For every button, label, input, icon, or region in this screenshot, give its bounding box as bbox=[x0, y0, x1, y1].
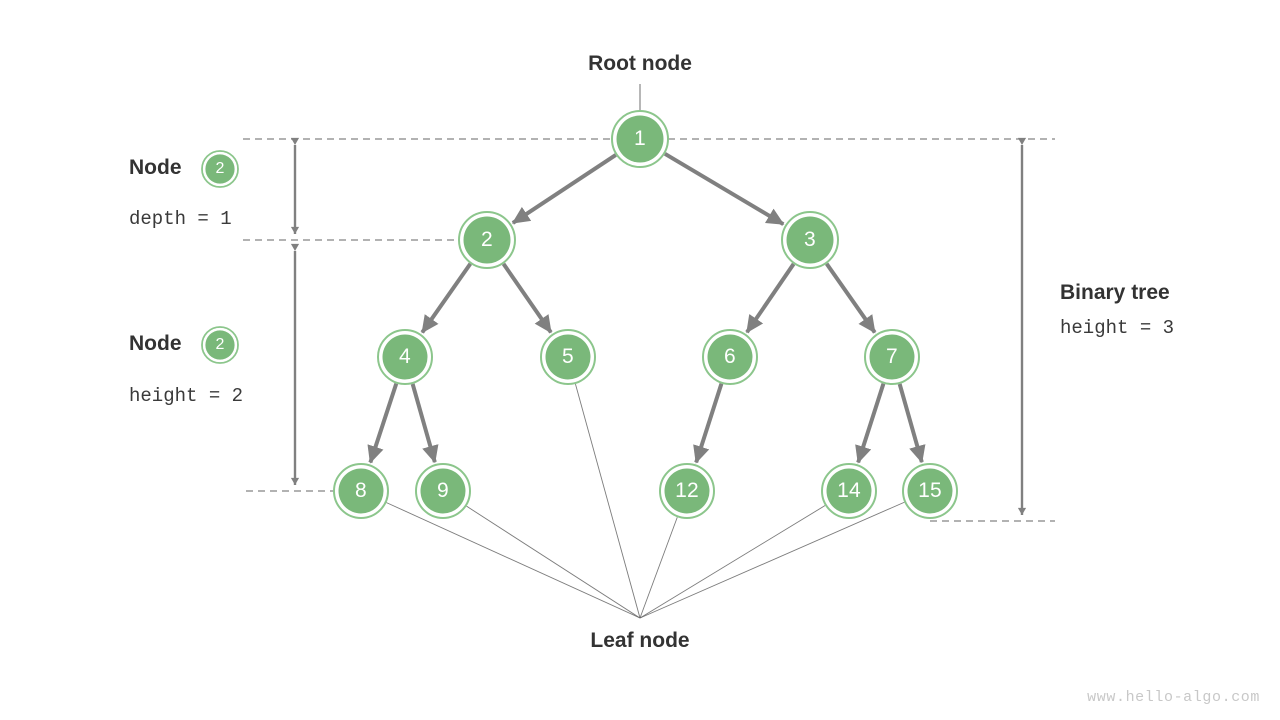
node-inner-ring-4 bbox=[379, 331, 431, 383]
tree-edge-4-to-8 bbox=[367, 382, 399, 464]
guide-lines-group bbox=[243, 138, 1055, 522]
tree-node-4[interactable] bbox=[382, 334, 428, 380]
tree-node-8[interactable] bbox=[338, 468, 384, 514]
node-depth-badge-inner-ring bbox=[202, 151, 237, 186]
tree-node-12[interactable] bbox=[664, 468, 710, 514]
root-node-caption: Root node bbox=[588, 52, 692, 75]
node-outer-ring-9 bbox=[415, 463, 471, 519]
leaf-leader-line bbox=[466, 505, 641, 619]
node-outer-ring-7 bbox=[864, 329, 920, 385]
node-outer-ring-14 bbox=[821, 463, 877, 519]
node-outer-ring-4 bbox=[377, 329, 433, 385]
tree-edge-7-to-14 bbox=[855, 383, 886, 464]
node-depth-label: Node bbox=[129, 156, 182, 179]
node-inner-ring-1 bbox=[613, 112, 667, 166]
tree-edge-4-to-9 bbox=[410, 383, 439, 464]
leaf-leader-line bbox=[639, 505, 826, 619]
node-height-badge bbox=[205, 330, 235, 360]
leaf-leader-line bbox=[575, 383, 641, 619]
node-outer-ring-8 bbox=[333, 463, 389, 519]
site-watermark: www.hello-algo.com bbox=[1087, 689, 1260, 706]
node-depth-badge-outer-ring bbox=[201, 150, 239, 188]
tree-node-9[interactable] bbox=[420, 468, 466, 514]
tree-node-6[interactable] bbox=[707, 334, 753, 380]
node-depth-metric: depth = 1 bbox=[129, 208, 232, 230]
tree-node-15[interactable] bbox=[907, 468, 953, 514]
legend-badges-group bbox=[201, 150, 239, 364]
node-inner-ring-14 bbox=[823, 465, 875, 517]
node-inner-ring-9 bbox=[417, 465, 469, 517]
node-height-metric: height = 2 bbox=[129, 385, 244, 407]
node-outer-ring-3 bbox=[781, 211, 839, 269]
tree-node-2[interactable] bbox=[463, 216, 511, 264]
tree-node-14[interactable] bbox=[826, 468, 872, 514]
node-outer-ring-1 bbox=[611, 110, 669, 168]
node-height-label: Node bbox=[129, 332, 182, 355]
tree-node-3[interactable] bbox=[786, 216, 834, 264]
measure-arrows-group bbox=[290, 137, 1027, 516]
leaf-node-caption: Leaf node bbox=[590, 629, 690, 652]
node-inner-ring-7 bbox=[866, 331, 918, 383]
node-inner-ring-6 bbox=[704, 331, 756, 383]
node-inner-ring-2 bbox=[460, 213, 514, 267]
tree-node-1[interactable] bbox=[616, 115, 664, 163]
tree-node-5[interactable] bbox=[545, 334, 591, 380]
node-outer-ring-12 bbox=[659, 463, 715, 519]
tree-edge-7-to-15 bbox=[897, 383, 926, 464]
leaf-leader-lines-group bbox=[386, 383, 905, 619]
node-outer-ring-15 bbox=[902, 463, 958, 519]
leaf-leader-line bbox=[639, 517, 678, 619]
tree-edge-2-to-4 bbox=[420, 262, 472, 334]
tree-nodes-group bbox=[333, 110, 958, 519]
tree-edge-3-to-6 bbox=[745, 262, 796, 334]
node-outer-ring-5 bbox=[540, 329, 596, 385]
node-outer-ring-2 bbox=[458, 211, 516, 269]
leaf-leader-line bbox=[639, 501, 905, 619]
node-outer-ring-6 bbox=[702, 329, 758, 385]
node-height-badge-inner-ring bbox=[202, 328, 237, 363]
node-depth-badge bbox=[205, 154, 235, 184]
node-inner-ring-5 bbox=[542, 331, 594, 383]
tree-edge-1-to-2 bbox=[511, 153, 617, 225]
tree-node-7[interactable] bbox=[869, 334, 915, 380]
binary-tree-height-metric: height = 3 bbox=[1060, 317, 1175, 339]
tree-edge-3-to-7 bbox=[825, 262, 877, 334]
node-inner-ring-3 bbox=[783, 213, 837, 267]
tree-edges-group bbox=[367, 152, 926, 464]
binary-tree-label: Binary tree bbox=[1060, 281, 1170, 304]
tree-edge-6-to-12 bbox=[693, 383, 724, 464]
node-inner-ring-12 bbox=[661, 465, 713, 517]
node-height-badge-outer-ring bbox=[201, 326, 239, 364]
node-inner-ring-15 bbox=[904, 465, 956, 517]
node-inner-ring-8 bbox=[335, 465, 387, 517]
tree-edge-1-to-3 bbox=[663, 152, 785, 226]
tree-edge-2-to-5 bbox=[501, 262, 553, 334]
leaf-leader-line bbox=[386, 502, 641, 619]
